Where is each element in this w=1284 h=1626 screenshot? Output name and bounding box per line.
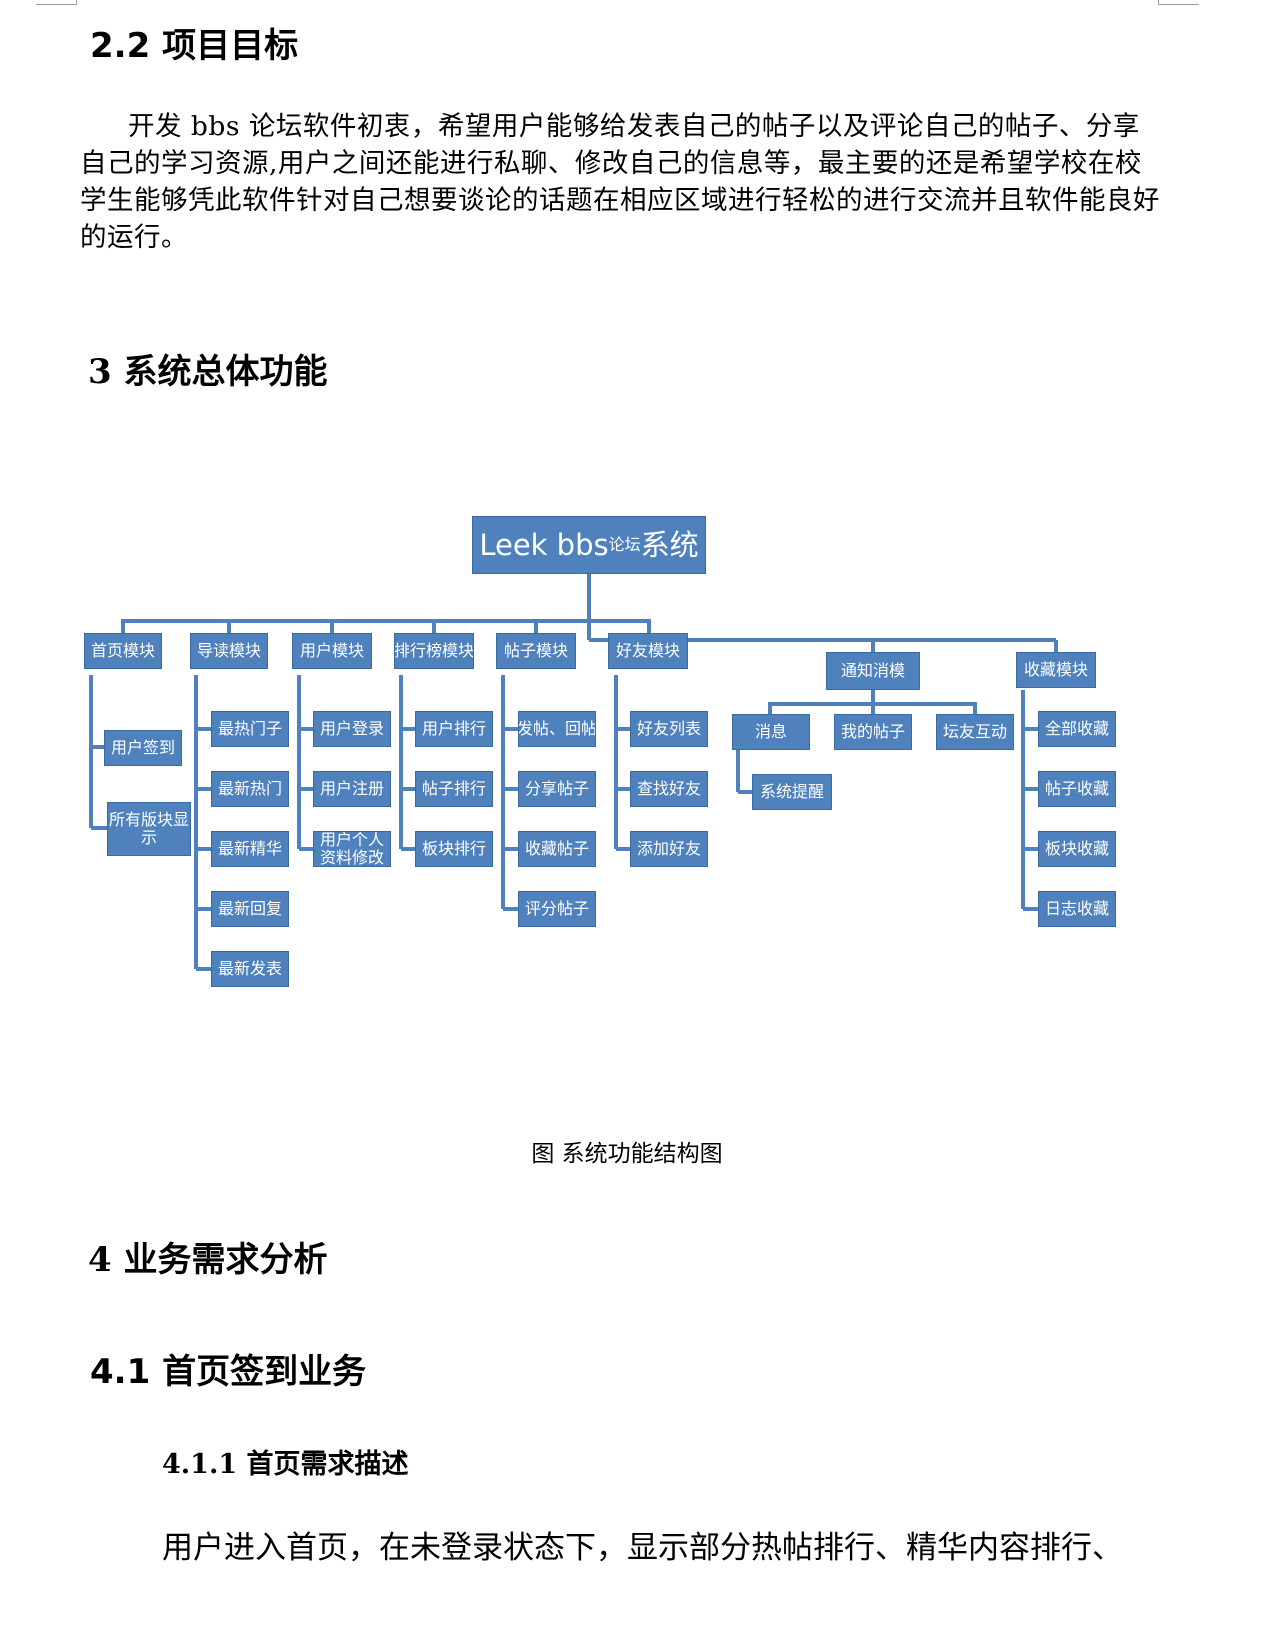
post-node-3-label: 评分帖子: [524, 899, 589, 918]
section-4-1-1-body: 用户进入首页，在未登录状态下，显示部分热帖排行、精华内容排行、: [162, 1530, 1123, 1566]
notify-node-1: 我的帖子: [834, 714, 912, 750]
fav-node-2: 板块收藏: [1038, 831, 1116, 867]
page-corner-mark-left: [36, 0, 77, 5]
section-heading-4: 4 业务需求分析: [88, 1240, 328, 1280]
friend-node-2: 添加好友: [630, 831, 708, 867]
root-node-main: Leek bbs: [479, 528, 609, 562]
post-node-2: 收藏帖子: [518, 831, 596, 867]
section-heading-3: 3 系统总体功能: [88, 352, 328, 392]
home-node-0-label: 用户签到: [110, 738, 175, 757]
user-node-2: 用户个人资料修改: [313, 831, 391, 867]
notify-node-2: 坛友互动: [936, 714, 1014, 750]
friend-node-1-label: 查找好友: [636, 779, 701, 798]
rank-node-1: 帖子排行: [415, 771, 493, 807]
friend-node-0: 好友列表: [630, 711, 708, 747]
guide-node-1-label: 最新热门: [217, 779, 282, 798]
post-node-2-label: 收藏帖子: [524, 839, 589, 858]
user-node-2-label: 用户个人资料修改: [319, 831, 384, 867]
friend-node-0-label: 好友列表: [636, 719, 701, 738]
friend-node-1: 查找好友: [630, 771, 708, 807]
module-node-6: 通知消模: [826, 652, 920, 690]
page-corner-mark-right: [1158, 0, 1199, 5]
module-node-0-label: 首页模块: [90, 641, 155, 660]
module-node-6-label: 通知消模: [840, 661, 905, 680]
user-node-0: 用户登录: [313, 711, 391, 747]
rank-node-2-label: 板块排行: [421, 839, 486, 858]
home-node-1-label: 所有版块显示: [109, 810, 190, 847]
user-node-1: 用户注册: [313, 771, 391, 807]
module-node-1-label: 导读模块: [196, 641, 261, 660]
fav-node-2-label: 板块收藏: [1044, 839, 1109, 858]
section-heading-2-2: 2.2 项目目标: [90, 26, 299, 66]
post-node-0-label: 发帖、回帖: [518, 719, 596, 738]
root-node-small: 论坛: [608, 535, 641, 554]
module-node-2: 用户模块: [292, 633, 372, 669]
module-node-1: 导读模块: [190, 633, 268, 669]
module-node-2-label: 用户模块: [299, 641, 364, 660]
figure-caption-text: 图 系统功能结构图: [531, 1141, 723, 1167]
post-node-0: 发帖、回帖: [518, 711, 596, 747]
module-node-5-label: 好友模块: [615, 641, 680, 660]
guide-node-3-label: 最新回复: [217, 899, 282, 918]
module-node-7-label: 收藏模块: [1023, 660, 1088, 679]
guide-node-1: 最新热门: [211, 771, 289, 807]
rank-node-2: 板块排行: [415, 831, 493, 867]
guide-node-4: 最新发表: [211, 951, 289, 987]
module-node-5: 好友模块: [608, 633, 688, 669]
fav-node-1: 帖子收藏: [1038, 771, 1116, 807]
rank-node-0-label: 用户排行: [421, 719, 486, 738]
home-node-1: 所有版块显示: [107, 802, 191, 856]
friend-node-2-label: 添加好友: [636, 839, 701, 858]
post-node-3: 评分帖子: [518, 891, 596, 927]
guide-node-2-label: 最新精华: [217, 839, 282, 858]
module-node-3-label: 排行榜模块: [394, 641, 474, 660]
home-node-0: 用户签到: [104, 730, 182, 766]
guide-node-0: 最热门子: [211, 711, 289, 747]
notify-node-2-label: 坛友互动: [942, 722, 1007, 741]
module-node-3: 排行榜模块: [394, 633, 474, 669]
module-node-4-label: 帖子模块: [503, 641, 568, 660]
module-node-0: 首页模块: [84, 633, 162, 669]
section-2-2-body: 开发 bbs 论坛软件初衷，希望用户能够给发表自己的帖子以及评论自己的帖子、分享…: [80, 111, 1160, 253]
section-heading-4-1: 4.1 首页签到业务: [90, 1352, 367, 1392]
rank-node-0: 用户排行: [415, 711, 493, 747]
message-node-0-label: 系统提醒: [759, 782, 824, 801]
module-node-4: 帖子模块: [496, 633, 576, 669]
post-node-1-label: 分享帖子: [524, 779, 589, 798]
fav-node-0-label: 全部收藏: [1044, 719, 1109, 738]
user-node-0-label: 用户登录: [319, 719, 384, 738]
fav-node-3-label: 日志收藏: [1044, 899, 1109, 918]
guide-node-2: 最新精华: [211, 831, 289, 867]
fav-node-3: 日志收藏: [1038, 891, 1116, 927]
notify-node-1-label: 我的帖子: [840, 722, 905, 741]
fav-node-1-label: 帖子收藏: [1044, 779, 1109, 798]
notify-node-0: 消息: [732, 714, 810, 750]
rank-node-1-label: 帖子排行: [421, 779, 486, 798]
post-node-1: 分享帖子: [518, 771, 596, 807]
guide-node-0-label: 最热门子: [217, 719, 282, 738]
fav-node-0: 全部收藏: [1038, 711, 1116, 747]
section-heading-4-1-1: 4.1.1 首页需求描述: [162, 1449, 409, 1480]
message-node-0: 系统提醒: [752, 774, 832, 810]
guide-node-3: 最新回复: [211, 891, 289, 927]
guide-node-4-label: 最新发表: [217, 959, 282, 978]
user-node-1-label: 用户注册: [319, 779, 384, 798]
module-node-7: 收藏模块: [1016, 652, 1096, 688]
root-node-tail: 系统: [640, 528, 699, 562]
notify-node-0-label: 消息: [754, 722, 787, 741]
figure-caption: 图 系统功能结构图: [0, 1134, 1284, 1168]
